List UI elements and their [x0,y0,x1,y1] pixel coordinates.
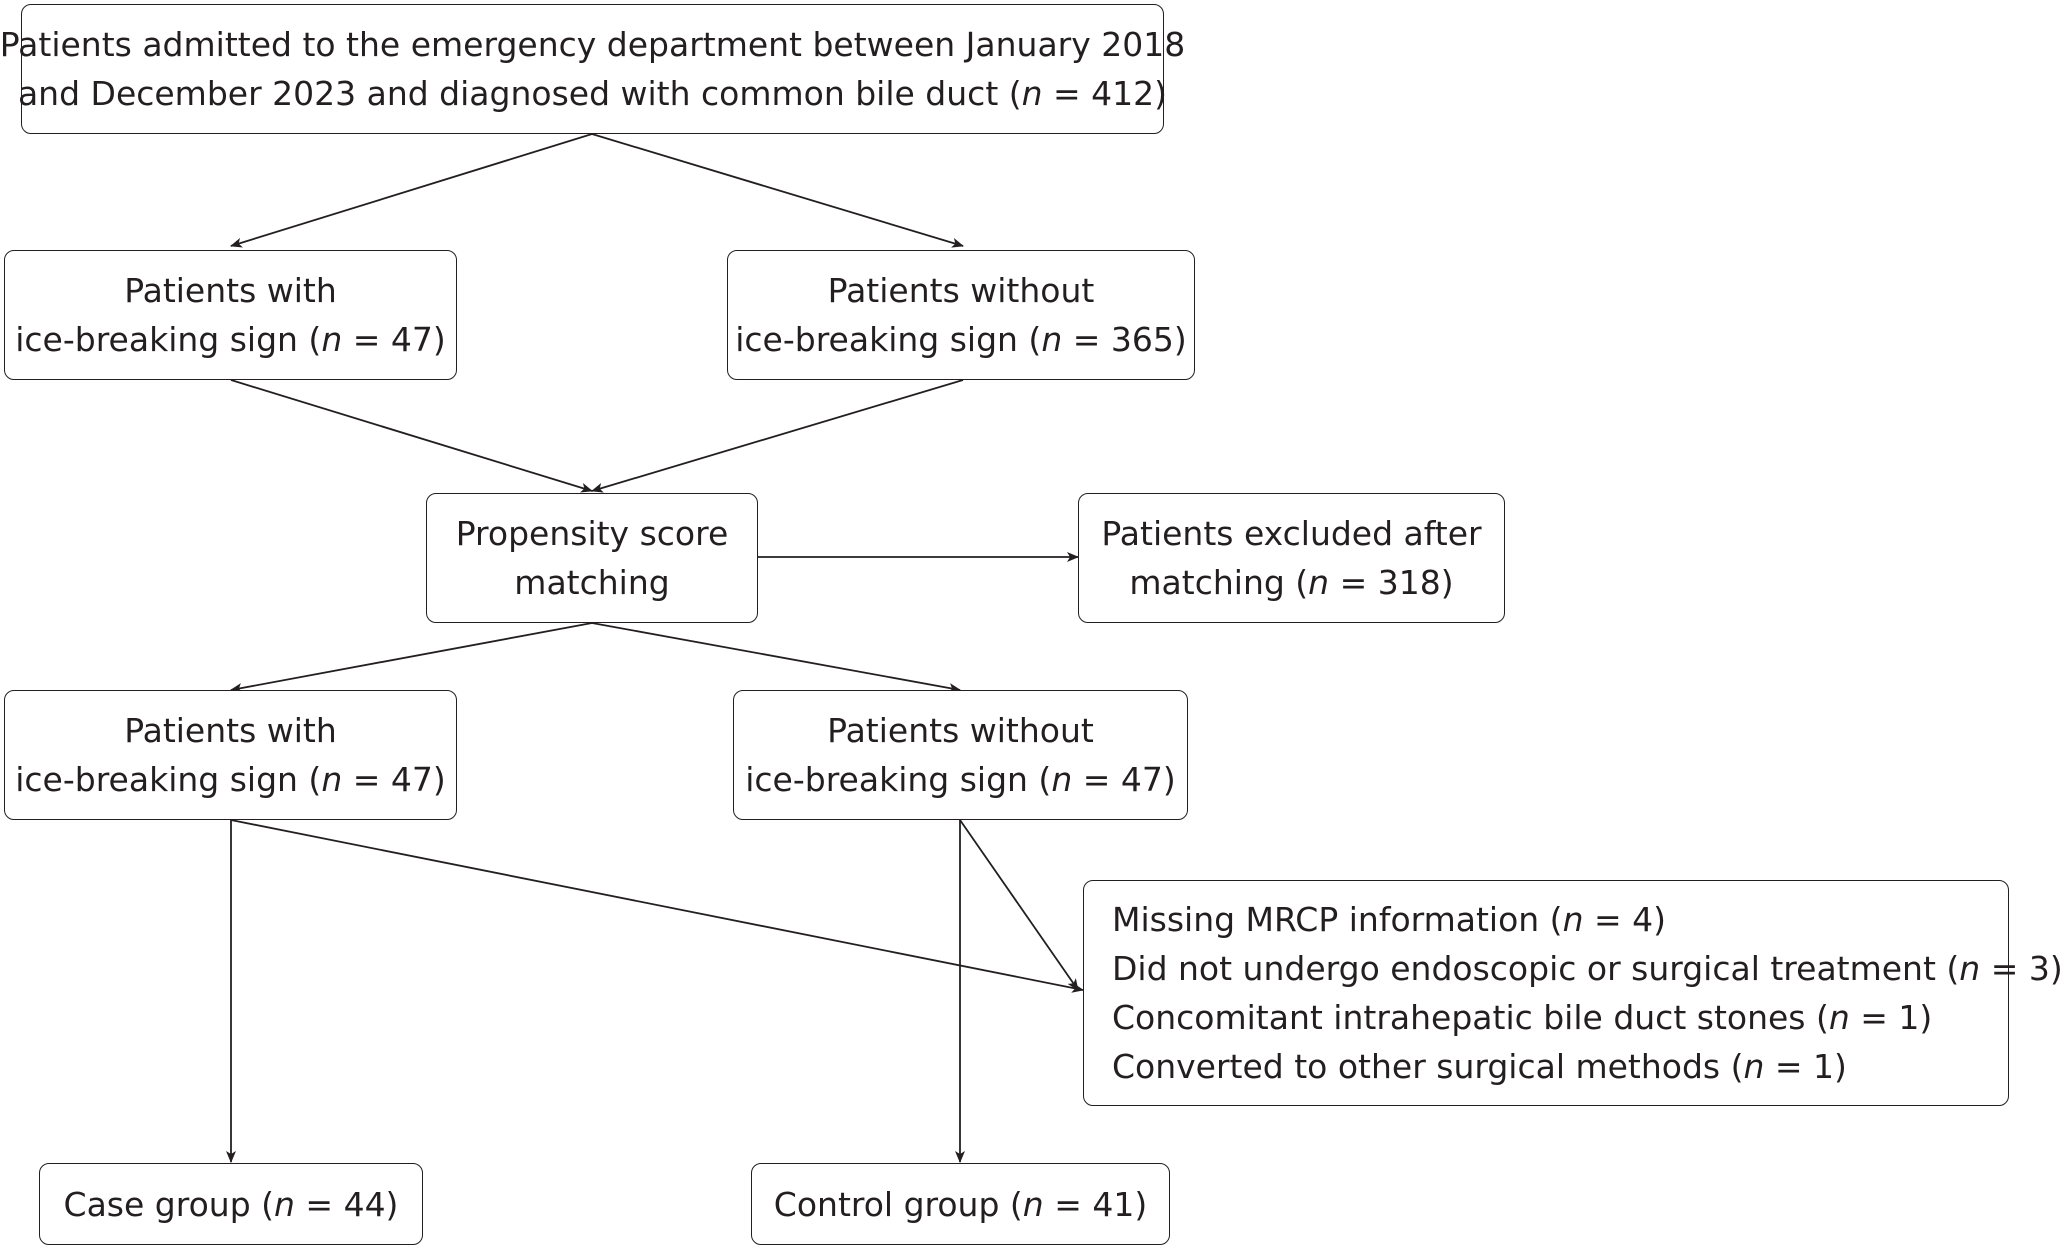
excluded-label: Patients excluded after [1101,514,1482,553]
excluded-after-matching-box: Patients excluded after matching (n = 31… [1078,493,1505,623]
with-sign-box-post-matching: Patients with ice-breaking sign (n = 47) [4,690,457,820]
control-group-box: Control group (n = 41) [751,1163,1170,1245]
with-sign-matched-label: Patients with [124,711,337,750]
exclusion-reason: Converted to other surgical methods (n =… [1112,1047,1847,1086]
exclusion-reasons-box: Missing MRCP information (n = 4) Did not… [1083,880,2063,1106]
connector-arrows [226,133,1084,1163]
arrow-with-sign-to-psm [230,379,593,493]
with-sign-box-pre-matching: Patients with ice-breaking sign (n = 47) [4,250,457,380]
without-sign-box-pre-matching: Patients without ice-breaking sign (n = … [727,250,1195,380]
case-group-label: Case group (n = 44) [63,1184,399,1224]
with-sign-label: Patients with [124,271,337,310]
without-sign-label: Patients without [827,271,1095,310]
arrow-admitted-to-with-sign [230,133,593,248]
admitted-line-2: and December 2023 and diagnosed with com… [17,74,1168,113]
arrow-without-sign-to-exclusions [959,819,1079,991]
excluded-count: matching (n = 318) [1129,563,1454,602]
without-sign-box-post-matching: Patients without ice-breaking sign (n = … [733,690,1188,820]
exclusion-reason: Did not undergo endoscopic or surgical t… [1112,949,2063,988]
without-sign-count: ice-breaking sign (n = 365) [735,320,1187,359]
case-group-box: Case group (n = 44) [39,1163,423,1245]
exclusion-reason: Missing MRCP information (n = 4) [1112,900,1666,939]
control-group-label: Control group (n = 41) [773,1184,1148,1224]
arrow-with-sign-to-exclusions [230,819,1084,993]
without-sign-matched-label: Patients without [827,711,1094,750]
admitted-patients-box: Patients admitted to the emergency depar… [0,4,1185,134]
exclusion-reason: Concomitant intrahepatic bile duct stone… [1112,998,1933,1037]
psm-line-1: Propensity score [455,514,729,553]
arrow-without-sign-to-psm [591,379,964,493]
with-sign-count: ice-breaking sign (n = 47) [15,320,446,359]
with-sign-matched-count: ice-breaking sign (n = 47) [15,760,446,799]
arrow-psm-to-without-sign [591,622,961,693]
propensity-score-matching-box: Propensity score matching [426,493,758,623]
admitted-line-1: Patients admitted to the emergency depar… [0,25,1186,64]
arrow-psm-to-with-sign [230,622,593,693]
psm-line-2: matching [514,563,670,602]
arrow-admitted-to-without-sign [591,133,964,248]
without-sign-matched-count: ice-breaking sign (n = 47) [745,760,1176,799]
